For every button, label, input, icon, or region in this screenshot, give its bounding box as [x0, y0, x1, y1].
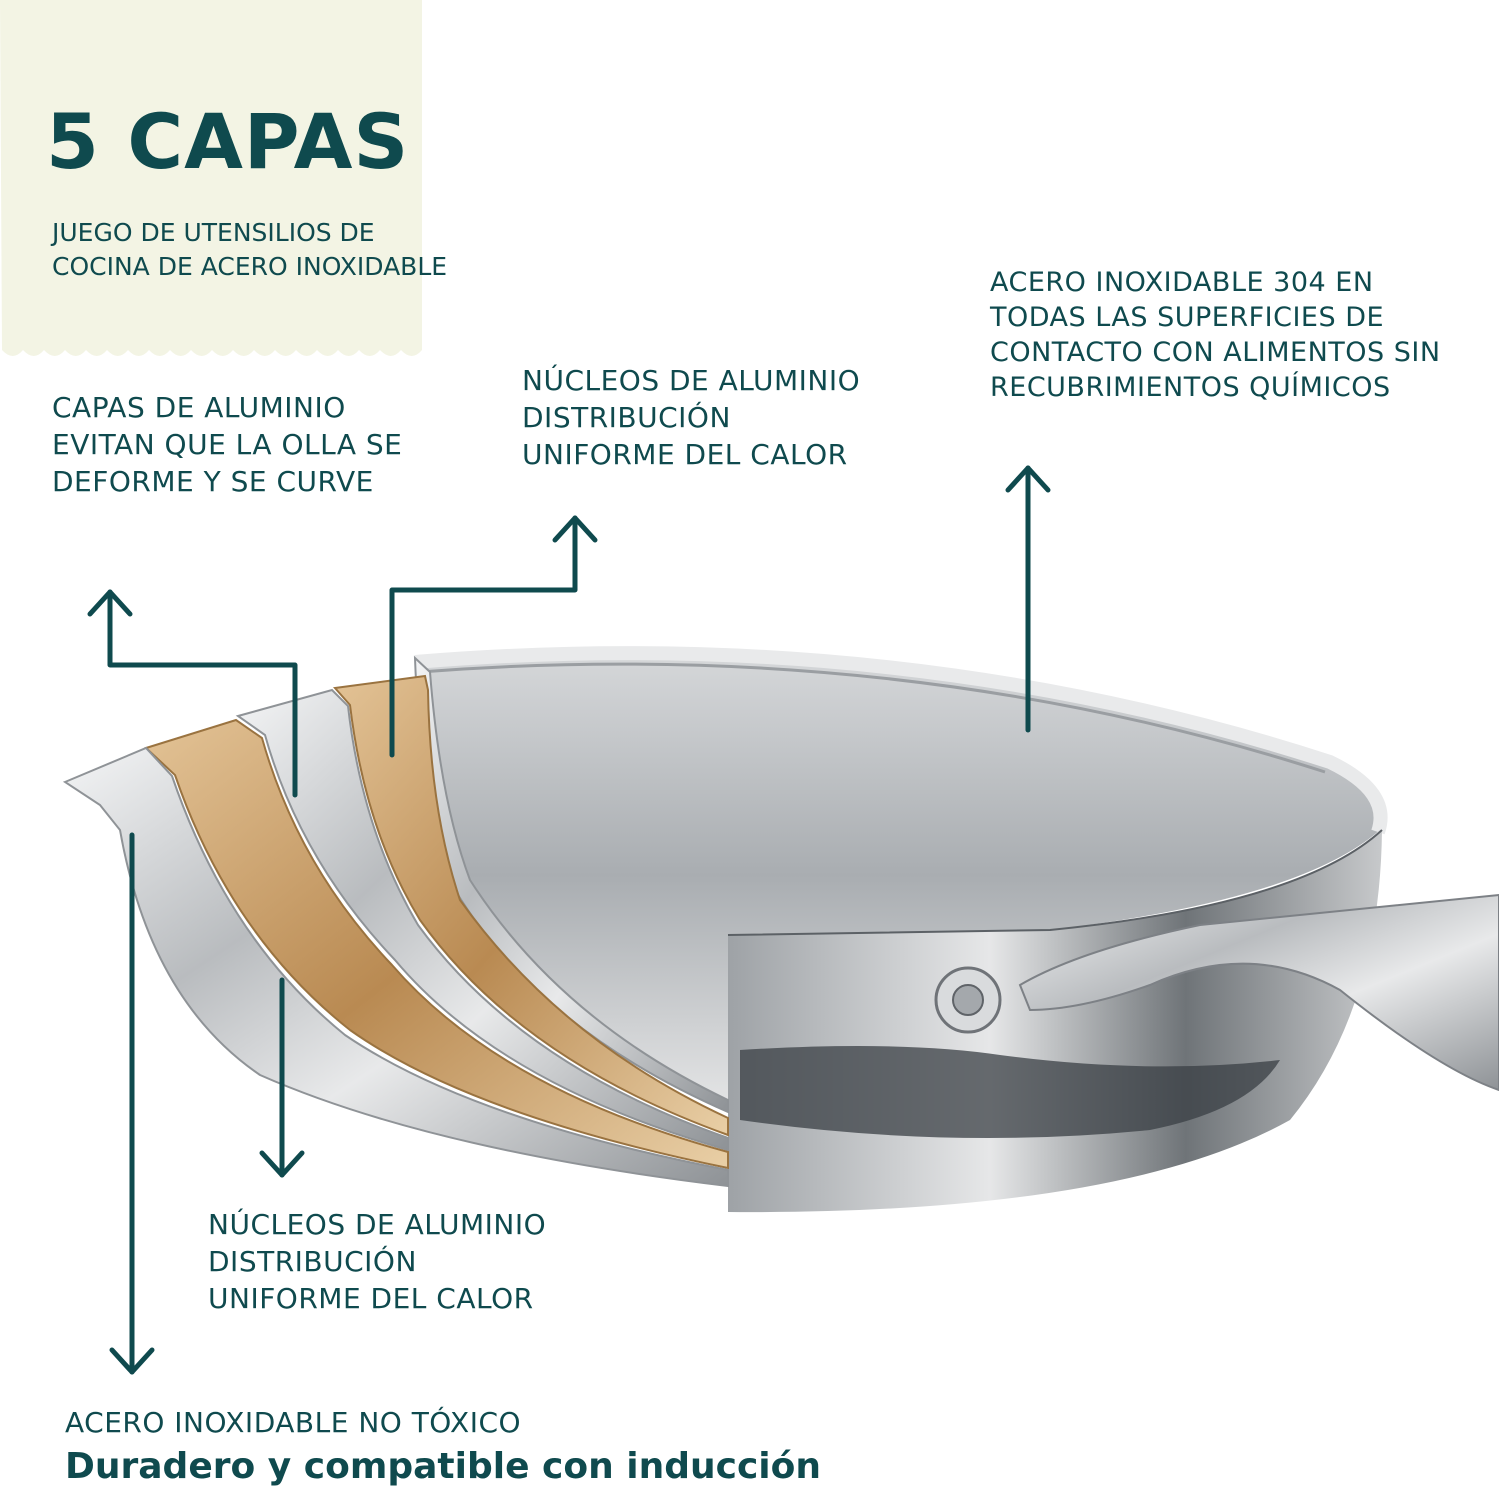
label-line: TODAS LAS SUPERFICIES DE — [990, 302, 1385, 333]
subtitle-line: COCINA DE ACERO INOXIDABLE — [52, 252, 448, 281]
pan-handle — [1018, 893, 1499, 1092]
arrow-aluminum-core-top — [389, 515, 578, 758]
label-line: NÚCLEOS DE ALUMINIO — [208, 1208, 547, 1241]
pan-inner-bowl — [415, 651, 1382, 1100]
title-card-background — [0, 0, 422, 356]
label-line: EVITAN QUE LA OLLA SE — [52, 428, 403, 461]
label-line: CAPAS DE ALUMINIO — [52, 391, 346, 424]
label-aluminum-layers: CAPAS DE ALUMINIO EVITAN QUE LA OLLA SE … — [52, 389, 402, 500]
label-line: DISTRIBUCIÓN — [522, 401, 731, 434]
label-line: UNIFORME DEL CALOR — [522, 438, 848, 471]
arrow-aluminum-layers — [107, 589, 298, 798]
label-line: RECUBRIMIENTOS QUÍMICOS — [990, 372, 1391, 403]
arrows — [87, 465, 1051, 1375]
label-steel-304: ACERO INOXIDABLE 304 EN TODAS LAS SUPERF… — [990, 265, 1441, 405]
label-aluminum-core-bottom: NÚCLEOS DE ALUMINIO DISTRIBUCIÓN UNIFORM… — [208, 1206, 546, 1317]
label-non-toxic: ACERO INOXIDABLE NO TÓXICO — [65, 1406, 522, 1439]
label-line: CONTACTO CON ALIMENTOS SIN — [990, 337, 1441, 368]
layer-steel-middle — [235, 688, 729, 1152]
layer-aluminum-core-lower — [144, 718, 729, 1170]
subtitle-line: JUEGO DE UTENSILIOS DE — [52, 218, 375, 247]
label-line: NÚCLEOS DE ALUMINIO — [522, 364, 861, 397]
label-line: ACERO INOXIDABLE 304 EN — [990, 267, 1374, 298]
label-line: DEFORME Y SE CURVE — [52, 465, 374, 498]
pan-rim — [414, 646, 1388, 835]
label-line: UNIFORME DEL CALOR — [208, 1282, 534, 1315]
layer-aluminum-core-upper — [333, 674, 729, 1137]
subtitle: JUEGO DE UTENSILIOS DE COCINA DE ACERO I… — [52, 216, 447, 284]
page-title: 5 CAPAS — [46, 97, 410, 186]
label-line: DISTRIBUCIÓN — [208, 1245, 417, 1278]
headline: Duradero y compatible con inducción — [65, 1446, 821, 1487]
layer-steel-outer — [62, 746, 729, 1188]
label-aluminum-core-top: NÚCLEOS DE ALUMINIO DISTRIBUCIÓN UNIFORM… — [522, 362, 860, 473]
